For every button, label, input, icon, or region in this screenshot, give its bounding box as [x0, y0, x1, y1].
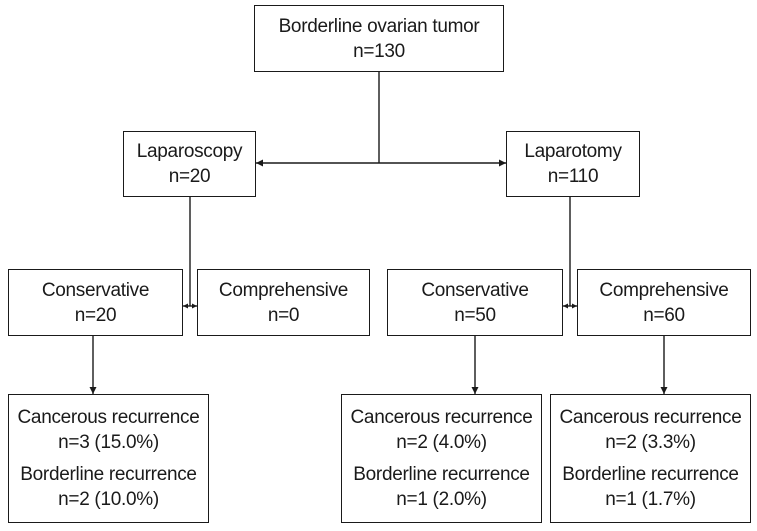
- laparotomy-title: Laparotomy: [524, 141, 622, 162]
- borderline-recurrence-label: Borderline recurrence: [353, 464, 530, 485]
- laparotomy-comprehensive-count: n=60: [643, 304, 685, 326]
- laparotomy-conservative-node: Conservative n=50: [387, 269, 563, 336]
- laparotomy-conservative-count: n=50: [454, 304, 496, 326]
- borderline-recurrence-label: Borderline recurrence: [20, 464, 197, 485]
- cancerous-recurrence-count: n=2 (4.0%): [396, 432, 487, 453]
- laparotomy-comprehensive-outcome: Cancerous recurrence n=2 (3.3%) Borderli…: [550, 394, 751, 523]
- laparoscopy-comprehensive-node: Comprehensive n=0: [197, 269, 370, 336]
- laparoscopy-conservative-outcome: Cancerous recurrence n=3 (15.0%) Borderl…: [8, 394, 209, 523]
- root-node: Borderline ovarian tumor n=130: [254, 5, 504, 72]
- borderline-recurrence-label: Borderline recurrence: [562, 464, 739, 485]
- laparoscopy-comprehensive-title: Comprehensive: [218, 279, 349, 301]
- root-title: Borderline ovarian tumor: [278, 15, 480, 37]
- laparotomy-comprehensive-title: Comprehensive: [599, 279, 729, 301]
- laparotomy-comprehensive-node: Comprehensive n=60: [577, 269, 751, 336]
- laparotomy-count: n=110: [547, 166, 599, 187]
- laparoscopy-comprehensive-count: n=0: [267, 304, 300, 326]
- borderline-recurrence-count: n=1 (2.0%): [396, 489, 487, 510]
- laparoscopy-conservative-title: Conservative: [41, 279, 150, 301]
- borderline-recurrence-count: n=1 (1.7%): [605, 489, 696, 510]
- laparoscopy-conservative-count: n=20: [74, 304, 117, 326]
- cancerous-recurrence-count: n=3 (15.0%): [58, 432, 159, 453]
- laparotomy-conservative-title: Conservative: [421, 279, 529, 301]
- laparoscopy-node: Laparoscopy n=20: [123, 131, 256, 197]
- cancerous-recurrence-count: n=2 (3.3%): [605, 432, 696, 453]
- laparotomy-conservative-outcome: Cancerous recurrence n=2 (4.0%) Borderli…: [341, 394, 542, 523]
- root-count: n=130: [353, 40, 405, 62]
- laparoscopy-title: Laparoscopy: [136, 141, 243, 162]
- cancerous-recurrence-label: Cancerous recurrence: [17, 407, 200, 428]
- laparoscopy-count: n=20: [168, 166, 211, 187]
- cancerous-recurrence-label: Cancerous recurrence: [350, 407, 533, 428]
- laparotomy-node: Laparotomy n=110: [506, 131, 640, 197]
- laparoscopy-conservative-node: Conservative n=20: [8, 269, 183, 336]
- borderline-recurrence-count: n=2 (10.0%): [58, 489, 159, 510]
- cancerous-recurrence-label: Cancerous recurrence: [559, 407, 742, 428]
